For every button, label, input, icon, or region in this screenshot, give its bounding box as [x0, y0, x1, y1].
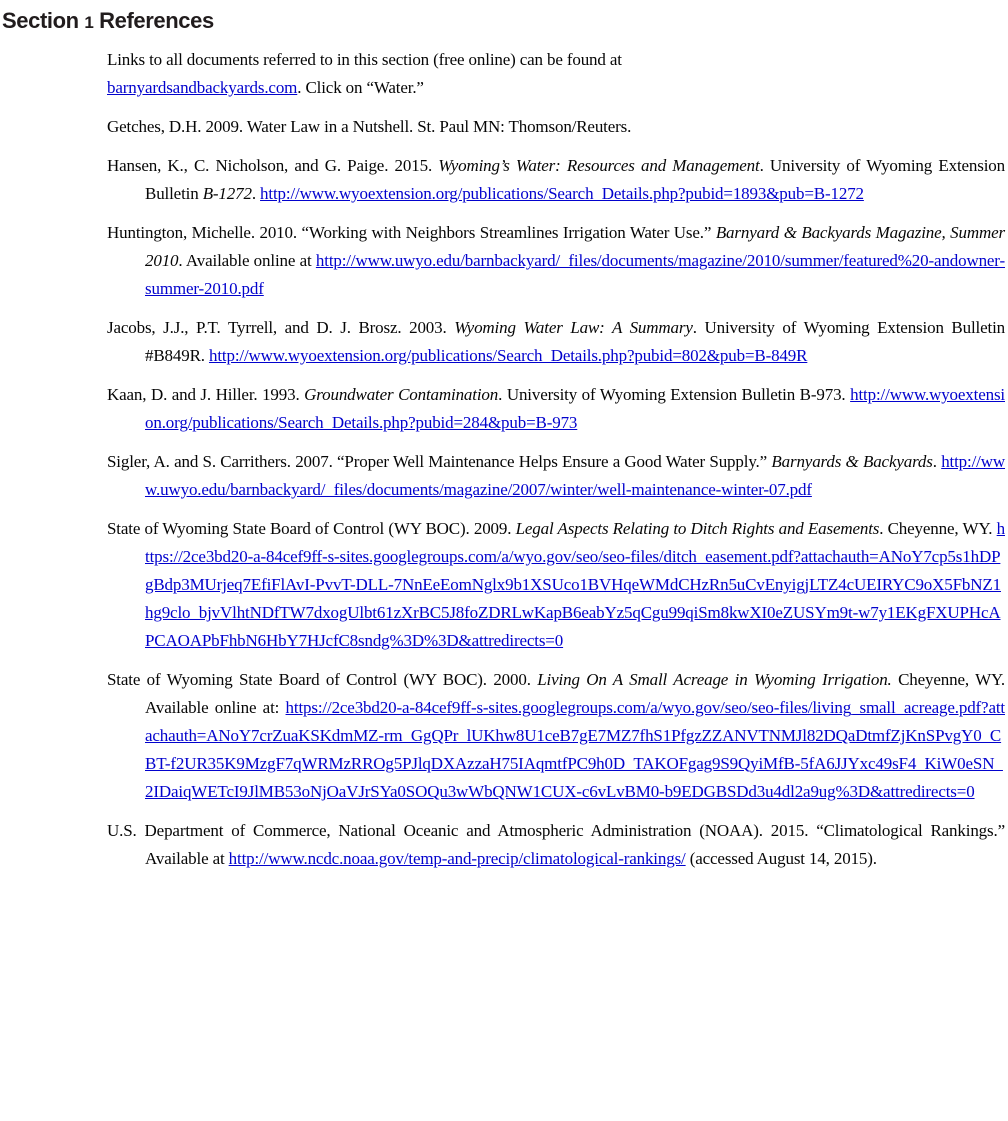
section-number: 1 [84, 13, 94, 32]
section-label: Section [2, 8, 79, 33]
references-page: Section 1 References Links to all docume… [2, 8, 1008, 873]
reference-entry: Jacobs, J.J., P.T. Tyrrell, and D. J. Br… [107, 314, 1005, 370]
reference-text: Links to all documents referred to in th… [107, 50, 622, 69]
reference-text: Jacobs, J.J., P.T. Tyrrell, and D. J. Br… [107, 318, 455, 337]
references-list: Links to all documents referred to in th… [107, 46, 1005, 873]
reference-title-italic: Groundwater Contamination [304, 385, 499, 404]
reference-text: . [251, 184, 261, 203]
reference-text: . University of Wyoming Extension Bullet… [498, 385, 851, 404]
page-title: Section 1 References [2, 8, 1008, 36]
reference-text: . University of Wyoming Extension Bullet… [145, 318, 1006, 365]
reference-title-italic: Barnyard & Backyards Magazine, Summer 20… [145, 223, 1005, 270]
reference-entry: State of Wyoming State Board of Control … [107, 515, 1005, 655]
reference-link[interactable]: http://www.wyoextension.org/publications… [260, 184, 864, 203]
reference-entry: Sigler, A. and S. Carrithers. 2007. “Pro… [107, 448, 1005, 504]
reference-text: . Click on “Water.” [297, 78, 424, 97]
reference-text: . Cheyenne, WY. [879, 519, 997, 538]
reference-text: U.S. Department of Commerce, National Oc… [107, 821, 1005, 868]
reference-link[interactable]: http://www.uwyo.edu/barnbackyard/_files/… [145, 452, 1006, 499]
reference-link[interactable]: http://www.uwyo.edu/barnbackyard/_files/… [145, 251, 1005, 298]
reference-text: State of Wyoming State Board of Control … [107, 519, 516, 538]
reference-text: Cheyenne, WY. Available online at: [145, 670, 1005, 717]
reference-entry: Kaan, D. and J. Hiller. 1993. Groundwate… [107, 381, 1005, 437]
reference-title-italic: Barnyards & Backyards [771, 452, 933, 471]
reference-entry: U.S. Department of Commerce, National Oc… [107, 817, 1005, 873]
reference-text: . University of Wyoming Extension Bullet… [145, 156, 1005, 203]
reference-title-italic: Wyoming Water Law: A Summary [454, 318, 693, 337]
reference-entry: Getches, D.H. 2009. Water Law in a Nutsh… [107, 113, 1005, 141]
reference-text: Huntington, Michelle. 2010. “Working wit… [107, 223, 716, 242]
reference-link[interactable]: http://www.wyoextension.org/publications… [208, 346, 808, 365]
reference-text: (accessed August 14, 2015). [685, 849, 877, 868]
reference-entry: Links to all documents referred to in th… [107, 46, 1005, 102]
reference-text: Getches, D.H. 2009. Water Law in a Nutsh… [107, 117, 632, 136]
reference-text: Kaan, D. and J. Hiller. 1993. [107, 385, 305, 404]
reference-link[interactable]: https://2ce3bd20-a-84cef9ff-s-sites.goog… [145, 698, 1005, 801]
section-heading-text: References [99, 8, 214, 33]
reference-title-italic: Legal Aspects Relating to Ditch Rights a… [515, 519, 880, 538]
reference-link[interactable]: barnyardsandbackyards.com [107, 78, 298, 97]
reference-entry: Hansen, K., C. Nicholson, and G. Paige. … [107, 152, 1005, 208]
reference-entry: Huntington, Michelle. 2010. “Working wit… [107, 219, 1005, 303]
reference-entry: State of Wyoming State Board of Control … [107, 666, 1005, 806]
reference-title-italic: Living On A Small Acreage in Wyoming Irr… [537, 670, 892, 689]
reference-link[interactable]: https://2ce3bd20-a-84cef9ff-s-sites.goog… [145, 519, 1005, 650]
reference-link[interactable]: http://www.ncdc.noaa.gov/temp-and-precip… [228, 849, 686, 868]
reference-text: . Available online at [178, 251, 316, 270]
reference-link[interactable]: http://www.wyoextension.org/publications… [145, 385, 1005, 432]
reference-text: . [932, 452, 942, 471]
reference-title-italic: B-1272 [202, 184, 252, 203]
reference-text: Hansen, K., C. Nicholson, and G. Paige. … [107, 156, 439, 175]
reference-text: State of Wyoming State Board of Control … [107, 670, 538, 689]
reference-title-italic: Wyoming’s Water: Resources and Managemen… [438, 156, 760, 175]
reference-text: Sigler, A. and S. Carrithers. 2007. “Pro… [107, 452, 772, 471]
